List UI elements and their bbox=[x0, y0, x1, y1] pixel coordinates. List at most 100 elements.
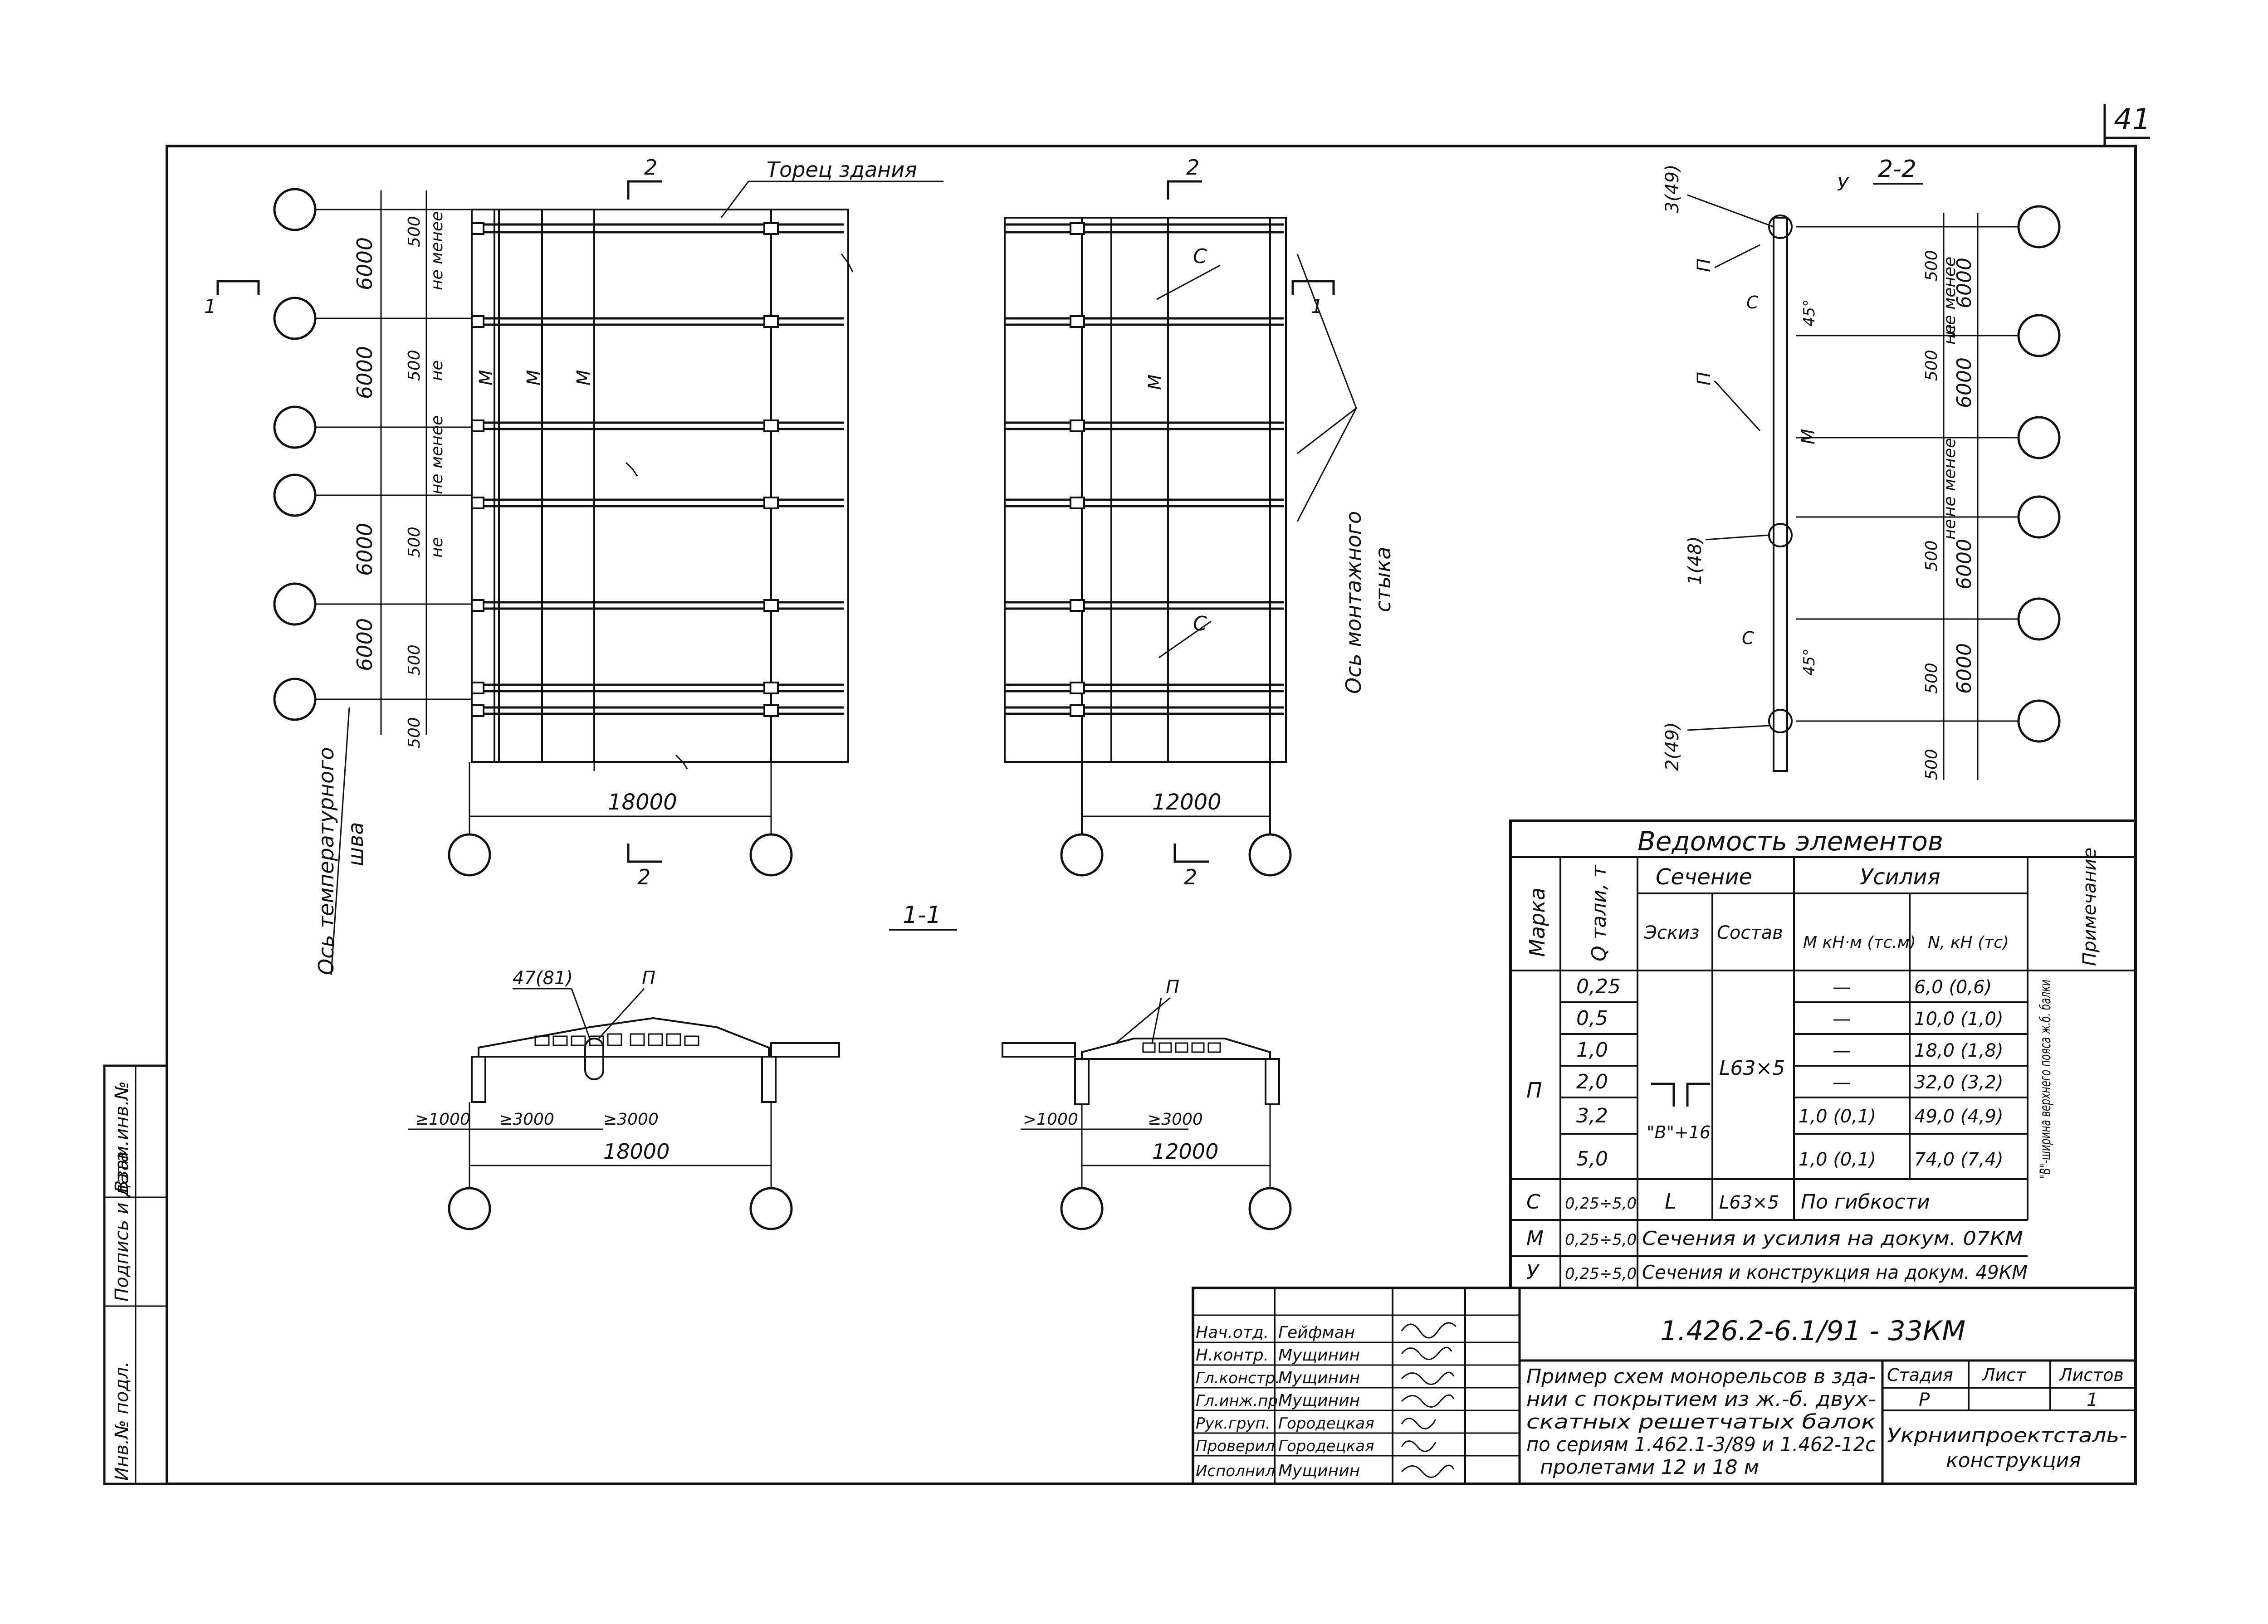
stamp-replace-label: Взам.инв.№ bbox=[112, 1081, 132, 1193]
composition-cell: L63×5 bbox=[1719, 1192, 1779, 1213]
dim: >1000 bbox=[1023, 1110, 1078, 1129]
axis-bubble bbox=[749, 833, 793, 877]
mark-cell: М bbox=[1526, 1227, 1544, 1250]
title-block: 1.426.2-6.1/91 - 33КМ Пример схем моноре… bbox=[1192, 1287, 2137, 1485]
plan-right: 12000 2 2 1 С М С Ось монтажного стыка bbox=[1004, 155, 1395, 889]
dim: ≥3000 bbox=[603, 1110, 659, 1129]
q-cell: 0,25÷5,0 bbox=[1565, 1195, 1637, 1213]
signer-role: Н.контр. bbox=[1196, 1346, 1269, 1365]
text-cell: Сечения и конструкция на докум. 49КМ bbox=[1642, 1261, 2028, 1283]
dim-small: не менее bbox=[428, 415, 446, 494]
section-1-1: 1-1 47(81) П ≥1000 ≥3000 ≥3000 18000 bbox=[408, 902, 1292, 1230]
node-label: 1(48) bbox=[1685, 536, 1706, 585]
dim: не менее bbox=[1941, 438, 1959, 517]
member-label: С bbox=[1193, 245, 1207, 268]
org-name: конструкция bbox=[1946, 1449, 2081, 1472]
section-2-2: 2-2 3(49) У П С 45° П М bbox=[1662, 156, 2061, 780]
dim-bay: 6000 bbox=[1953, 258, 1976, 308]
m-cell: 1,0 (0,1) bbox=[1799, 1149, 1876, 1170]
n-cell: 10,0 (1,0) bbox=[1914, 1009, 2004, 1029]
signer-name: Мущинин bbox=[1278, 1346, 1360, 1365]
axis-bubble bbox=[1248, 833, 1292, 877]
signature-marks bbox=[1401, 1322, 1457, 1478]
dim: не менее bbox=[1941, 257, 1959, 336]
sheets-value: 1 bbox=[2087, 1390, 2098, 1410]
m-cell: — bbox=[1833, 1072, 1851, 1093]
composition-cell: L63×5 bbox=[1719, 1057, 1785, 1080]
node-label: П bbox=[1166, 977, 1179, 998]
signer-name: Мущинин bbox=[1278, 1391, 1360, 1410]
axis-bubble bbox=[2017, 314, 2061, 357]
signer-name: Мущинин bbox=[1278, 1462, 1360, 1480]
sketch-icon bbox=[1651, 1083, 1675, 1107]
axis-bubble bbox=[2017, 699, 2061, 743]
dim: 500 bbox=[1922, 663, 1941, 694]
section-mark: 2 bbox=[644, 155, 657, 180]
dim-bay-4: 6000 bbox=[352, 618, 377, 671]
axis-label: шва bbox=[343, 822, 368, 866]
node-label: С bbox=[1746, 293, 1759, 312]
dim: ≥3000 bbox=[1148, 1110, 1203, 1129]
signer-name: Гейфман bbox=[1278, 1323, 1355, 1342]
header-sketch: Эскиз bbox=[1644, 922, 1699, 943]
axis-bubble bbox=[273, 582, 317, 626]
dim-small: 500 bbox=[405, 216, 424, 247]
dim-small: не менее bbox=[428, 211, 446, 290]
title-line: скатных решетчатых балок bbox=[1526, 1410, 1876, 1434]
member-label: М bbox=[1145, 374, 1166, 390]
dim-small: не bbox=[428, 360, 446, 381]
axis-bubble bbox=[2017, 416, 2061, 459]
node-label: 47(81) bbox=[513, 968, 573, 989]
dim: 500 bbox=[1922, 749, 1941, 780]
dim: 500 bbox=[1922, 350, 1941, 381]
dim-small: не bbox=[428, 537, 446, 558]
section-mark: 2 bbox=[1184, 865, 1197, 889]
note-cell: "В"-ширина верхнего пояса ж.б. балки bbox=[2037, 980, 2054, 1179]
mark-cell: С bbox=[1526, 1190, 1540, 1214]
node-label: С bbox=[1742, 628, 1754, 648]
axis-bubble bbox=[749, 1187, 793, 1230]
section-title: 2-2 bbox=[1878, 156, 1916, 183]
header-q: Q тали, т bbox=[1588, 865, 1611, 961]
axis-bubble bbox=[448, 1187, 491, 1230]
table-title: Ведомость элементов bbox=[1637, 826, 1943, 857]
section-title: 1-1 bbox=[903, 902, 941, 929]
dim-small: 500 bbox=[405, 527, 424, 558]
dim-bay: 6000 bbox=[1953, 643, 1976, 694]
q-cell: 1,0 bbox=[1576, 1039, 1608, 1062]
q-cell: 0,25÷5,0 bbox=[1565, 1231, 1637, 1249]
header-forces: Усилия bbox=[1860, 864, 1941, 890]
angle-label: 45° bbox=[1800, 299, 1818, 327]
span-dim: 18000 bbox=[608, 790, 677, 815]
member-label: М bbox=[476, 370, 497, 385]
axis-bubble bbox=[1060, 833, 1104, 877]
span-dim: 12000 bbox=[1152, 1139, 1218, 1164]
dim-small: 500 bbox=[405, 717, 424, 748]
signer-role: Рук.груп. bbox=[1196, 1414, 1271, 1433]
dim-bay-2: 6000 bbox=[352, 346, 377, 399]
n-cell: 49,0 (4,9) bbox=[1914, 1106, 2004, 1127]
axis-label: стыка bbox=[1371, 547, 1395, 612]
member-label: М bbox=[1798, 429, 1819, 444]
header-section: Сечение bbox=[1656, 864, 1752, 890]
member-label: С bbox=[1193, 612, 1207, 635]
signer-name: Городецкая bbox=[1278, 1414, 1374, 1433]
stage-value: Р bbox=[1919, 1390, 1930, 1410]
dim: не bbox=[1941, 519, 1959, 540]
signer-role: Гл.констр. bbox=[1196, 1369, 1280, 1387]
sketch-cell: "В"+16 bbox=[1647, 1122, 1711, 1142]
title-line: нии с покрытием из ж.-б. двух- bbox=[1526, 1388, 1876, 1411]
title-line: пролетами 12 и 18 м bbox=[1540, 1456, 1759, 1479]
sketch-icon bbox=[1686, 1083, 1710, 1107]
section-mark: 2 bbox=[637, 865, 650, 889]
q-cell: 3,2 bbox=[1576, 1104, 1608, 1127]
axis-bubble bbox=[273, 188, 317, 231]
building-end-label: Торец здания bbox=[767, 157, 917, 182]
title-line: Пример схем монорельсов в зда- bbox=[1526, 1365, 1876, 1388]
signer-role: Нач.отд. bbox=[1196, 1323, 1269, 1342]
n-cell: 74,0 (7,4) bbox=[1914, 1149, 2004, 1170]
axis-label: Ось монтажного bbox=[1341, 511, 1366, 694]
axis-bubble bbox=[273, 297, 317, 340]
m-cell: 1,0 (0,1) bbox=[1799, 1106, 1876, 1127]
